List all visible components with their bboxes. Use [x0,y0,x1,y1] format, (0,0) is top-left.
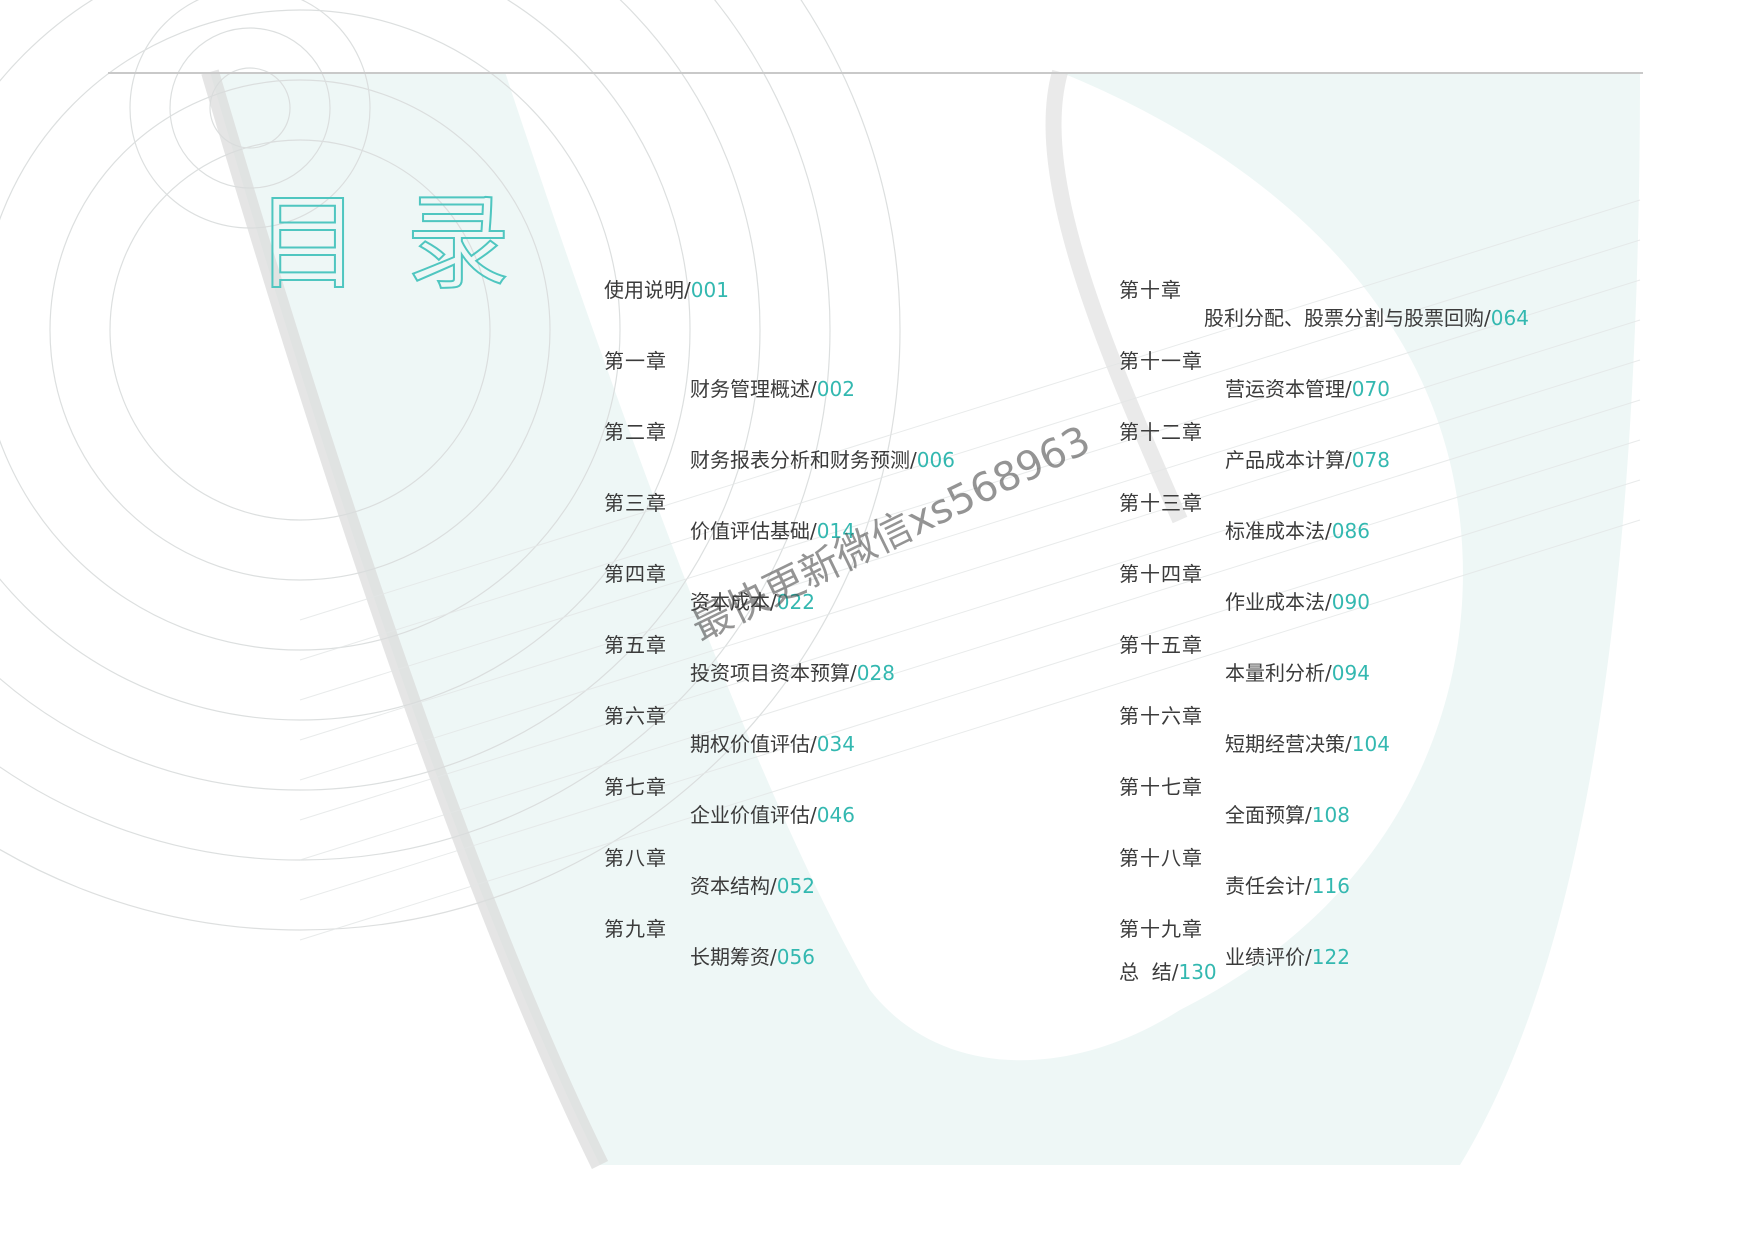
toc-topic: 财务管理概述/002 [690,377,855,401]
title-char-1: 目 [255,182,361,304]
chapter-label: 第十九章 [1119,917,1203,941]
toc-topic: 使用说明/001 [604,278,729,302]
page-number: 078 [1351,448,1390,472]
toc-topic: 责任会计/116 [1225,874,1350,898]
toc-topic: 本量利分析/094 [1225,661,1370,685]
page-number: 056 [776,945,815,969]
page-number: 070 [1351,377,1390,401]
chapter-label: 第十五章 [1119,633,1203,657]
page-number: 046 [816,803,855,827]
chapter-label: 第十四章 [1119,562,1203,586]
toc-entry[interactable]: 第三章 价值评估基础/014 [604,488,955,559]
toc-entry[interactable]: 第六章 期权价值评估/034 [604,701,955,772]
chapter-label: 第十八章 [1119,846,1203,870]
top-rule [108,72,1643,74]
chapter-label: 第三章 [604,491,667,515]
toc-entry[interactable]: 第十九章 业绩评价/122 [1119,914,1529,985]
chapter-label: 第六章 [604,704,667,728]
toc-entry[interactable]: 使用说明/001 [604,275,955,346]
chapter-label: 第五章 [604,633,667,657]
page-number: 094 [1331,661,1370,685]
toc-entry[interactable]: 第十二章 产品成本计算/078 [1119,417,1529,488]
toc-topic: 总 结/130 [1119,960,1217,984]
toc-entry[interactable]: 第十章 股利分配、股票分割与股票回购/064 [1119,275,1529,346]
toc-entry[interactable]: 第十八章 责任会计/116 [1119,843,1529,914]
toc-topic: 标准成本法/086 [1225,519,1370,543]
toc-entry[interactable]: 第七章 企业价值评估/046 [604,772,955,843]
page-number: 001 [690,278,729,302]
page-number: 014 [816,519,855,543]
page-number: 086 [1331,519,1370,543]
toc-entry[interactable]: 第四章 资本成本/022 [604,559,955,630]
chapter-label: 第二章 [604,420,667,444]
toc-entry[interactable]: 第二章 财务报表分析和财务预测/006 [604,417,955,488]
toc-topic: 股利分配、股票分割与股票回购/064 [1204,306,1529,330]
toc-right-column: 第十章 股利分配、股票分割与股票回购/064 第十一章 营运资本管理/070 第… [1119,275,1529,997]
toc-topic: 资本结构/052 [690,874,815,898]
toc-entry[interactable]: 总 结/130 [1119,957,1529,997]
toc-topic: 投资项目资本预算/028 [690,661,895,685]
page-number: 034 [816,732,855,756]
chapter-label: 第四章 [604,562,667,586]
chapter-label: 第十三章 [1119,491,1203,515]
page-number: 108 [1311,803,1350,827]
toc-entry[interactable]: 第十一章 营运资本管理/070 [1119,346,1529,417]
chapter-label: 第七章 [604,775,667,799]
toc-entry[interactable]: 第五章 投资项目资本预算/028 [604,630,955,701]
title-char-2: 录 [405,182,511,304]
page-number: 028 [856,661,895,685]
toc-entry[interactable]: 第十五章 本量利分析/094 [1119,630,1529,701]
page-number: 002 [816,377,855,401]
toc-entry[interactable]: 第十七章 全面预算/108 [1119,772,1529,843]
toc-topic: 企业价值评估/046 [690,803,855,827]
chapter-label: 第十六章 [1119,704,1203,728]
chapter-label: 第一章 [604,349,667,373]
toc-topic: 资本成本/022 [690,590,815,614]
toc-entry[interactable]: 第十六章 短期经营决策/104 [1119,701,1529,772]
chapter-label: 第十七章 [1119,775,1203,799]
toc-topic: 业绩评价/122 [1225,945,1350,969]
diagonal-lines [299,199,1641,941]
page-number: 022 [776,590,815,614]
toc-entry[interactable]: 第十四章 作业成本法/090 [1119,559,1529,630]
toc-topic: 期权价值评估/034 [690,732,855,756]
toc-topic: 全面预算/108 [1225,803,1350,827]
toc-topic: 营运资本管理/070 [1225,377,1390,401]
toc-entry[interactable]: 第八章 资本结构/052 [604,843,955,914]
toc-topic: 作业成本法/090 [1225,590,1370,614]
page-number: 116 [1311,874,1350,898]
toc-topic: 长期筹资/056 [690,945,815,969]
page-number: 104 [1351,732,1390,756]
page-number: 052 [776,874,815,898]
toc-entry[interactable]: 第一章 财务管理概述/002 [604,346,955,417]
page-number: 122 [1311,945,1350,969]
toc-topic: 财务报表分析和财务预测/006 [690,448,955,472]
page-number: 090 [1331,590,1370,614]
toc-topic: 产品成本计算/078 [1225,448,1390,472]
chapter-label: 第八章 [604,846,667,870]
chapter-label: 第十一章 [1119,349,1203,373]
page-number: 006 [916,448,955,472]
page-number: 130 [1178,960,1217,984]
toc-entry[interactable]: 第九章 长期筹资/056 [604,914,955,985]
toc-topic: 短期经营决策/104 [1225,732,1390,756]
toc-topic: 价值评估基础/014 [690,519,855,543]
u-shape-shadow-left [201,69,609,1169]
u-shape-shadow-right [1045,69,1188,524]
chapter-label: 第九章 [604,917,667,941]
chapter-label: 第十二章 [1119,420,1203,444]
page-number: 064 [1490,306,1529,330]
toc-left-column: 使用说明/001 第一章 财务管理概述/002 第二章 财务报表分析和财务预测/… [604,275,955,985]
chapter-label: 第十章 [1119,278,1182,302]
u-shape-band [210,72,1640,1165]
toc-entry[interactable]: 第十三章 标准成本法/086 [1119,488,1529,559]
